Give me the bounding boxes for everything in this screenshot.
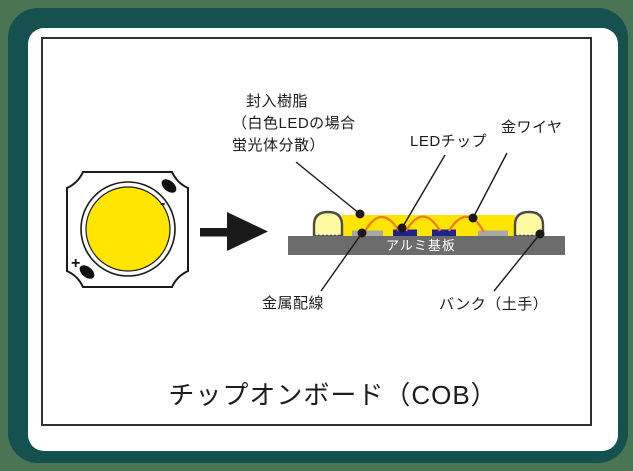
led-chip-1 [393,229,417,236]
dot-bank [535,229,545,239]
label-gold-wire: 金ワイヤ [501,119,563,136]
callouts [295,152,545,292]
leader-metal-wiring [320,232,363,292]
dot-metal-wiring [357,228,367,238]
label-resin-line3: 蛍光体分散） [232,137,326,154]
leader-resin [295,161,361,215]
label-metal-wiring: 金属配線 [262,295,325,312]
figure-title: チップオンボード（COB） [168,380,498,410]
label-led-chip: LEDチップ [410,133,488,150]
dot-resin [355,209,365,219]
leader-gold-wire [472,152,508,219]
label-aluminum-substrate: アルミ基板 [386,238,456,253]
wiring-pad-right [478,230,508,236]
leader-led-chip [401,154,446,229]
label-resin-line2: （白色LEDの場合 [232,115,356,132]
gold-wire-1 [363,215,400,234]
led-chip-2 [432,229,456,236]
wiring-pad-left [352,230,383,236]
leader-bank [493,233,541,292]
anode-solder-pad [79,265,95,279]
dot-led-chip [397,223,407,233]
label-encapsulation-resin: 封入樹脂 （白色LEDの場合 蛍光体分散） [232,91,356,157]
dot-gold-wire [468,213,478,223]
minus-mark: - [160,195,165,212]
cathode-solder-pad [161,179,177,193]
arrow-right-icon [200,212,268,251]
led-package: + - [66,171,189,288]
label-resin-line1: 封入樹脂 [246,93,309,110]
gold-wire-2 [405,215,441,232]
label-bank: バンク（土手） [439,296,549,313]
gold-wire-3 [448,215,485,233]
bank-left [312,210,344,238]
bank-right [513,210,545,238]
emitter-phosphor-area [85,186,171,272]
plus-mark: + [71,255,80,272]
